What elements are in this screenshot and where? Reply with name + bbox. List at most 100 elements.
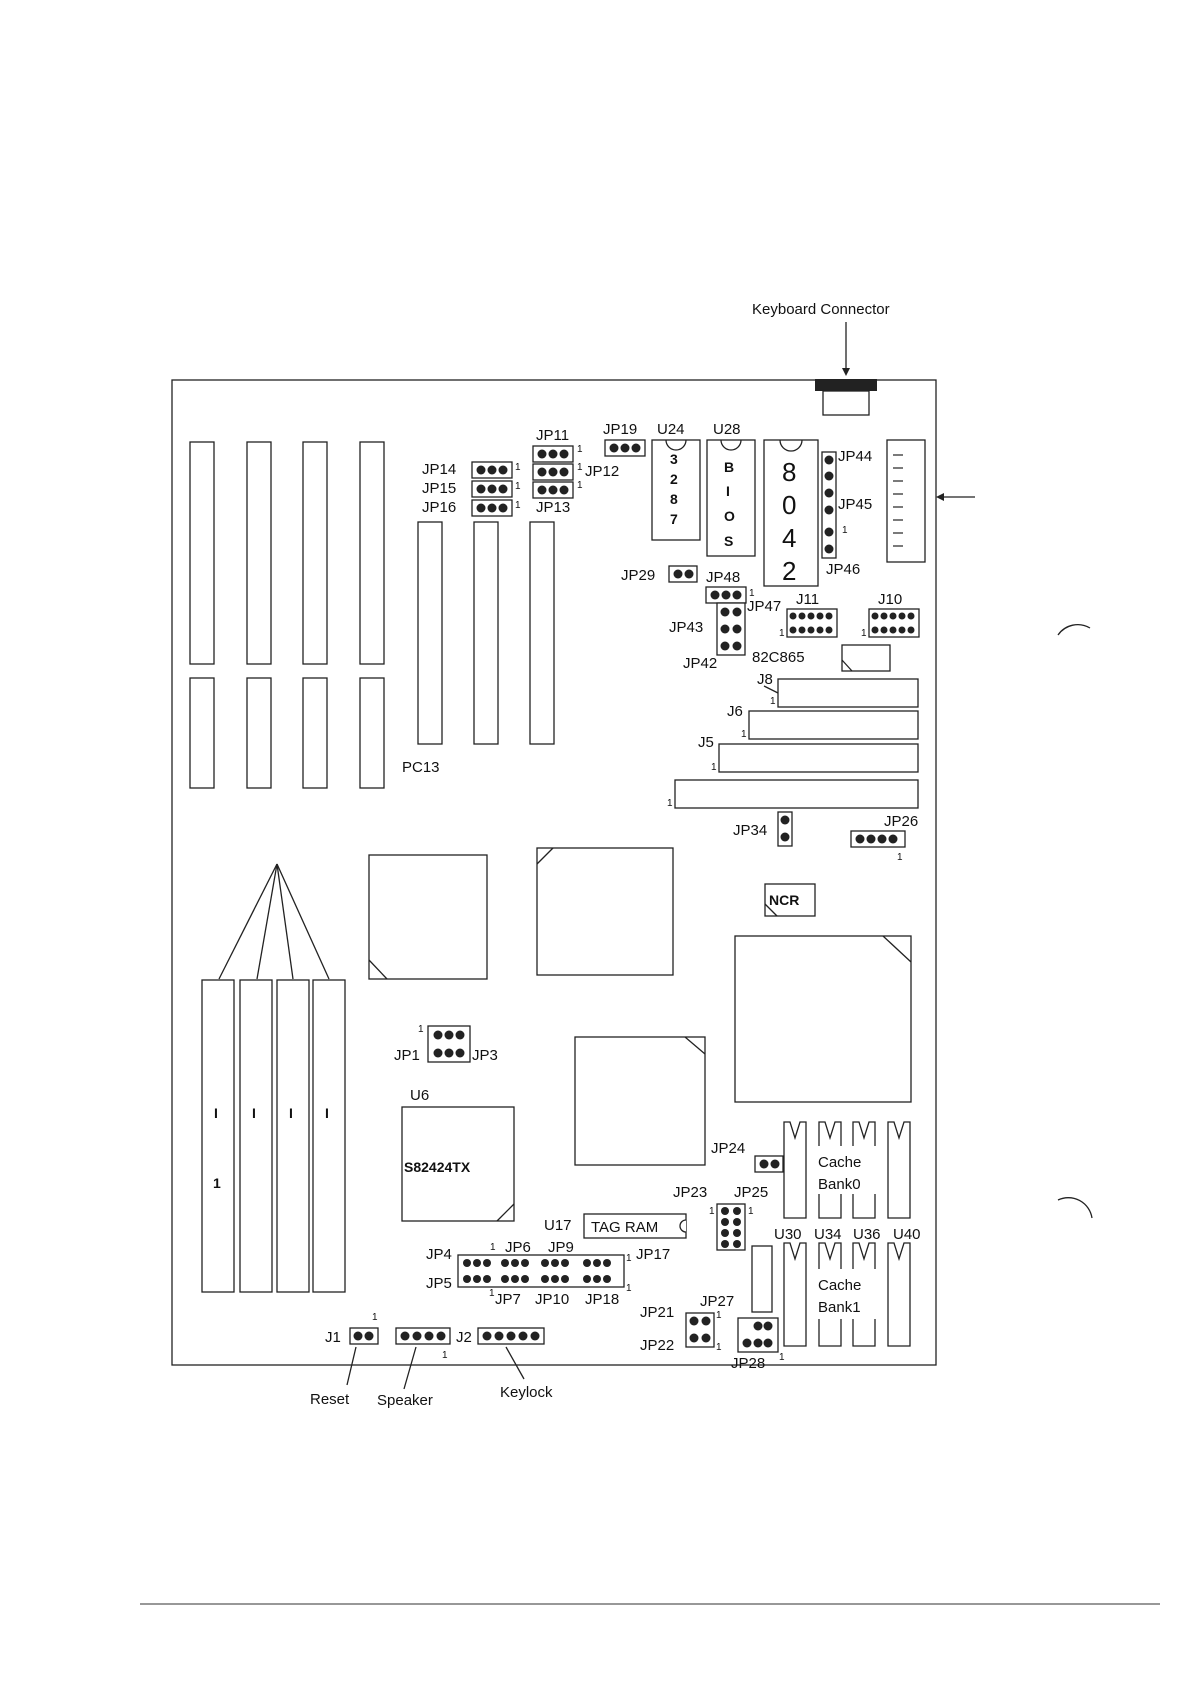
board-outline	[171, 379, 937, 1366]
jp25-label: JP25	[734, 1184, 768, 1201]
u24-label: U24	[657, 421, 685, 438]
punch-hole-bottom	[1057, 1197, 1093, 1219]
j6-label: J6	[727, 703, 743, 720]
svg-text:1: 1	[515, 462, 521, 473]
u30-label: U30	[774, 1226, 802, 1243]
j5-header	[718, 743, 919, 773]
svg-text:8: 8	[670, 491, 678, 507]
svg-text:1: 1	[748, 1206, 754, 1217]
jp44-label: JP44	[838, 448, 872, 465]
jp21-label: JP21	[640, 1304, 674, 1321]
keylock-label: Keylock	[500, 1384, 553, 1401]
svg-text:I: I	[726, 483, 730, 499]
u6-label: U6	[410, 1087, 429, 1104]
chipset-lower	[574, 1036, 706, 1166]
u6-chip	[401, 1106, 515, 1222]
jp44-jp46-jumpers	[821, 451, 837, 559]
svg-text:1: 1	[779, 1352, 785, 1363]
kbc-8042-chip	[763, 439, 819, 587]
punch-hole-top	[1057, 624, 1091, 636]
jp13-label: JP13	[536, 499, 570, 516]
svg-text:1: 1	[626, 1283, 632, 1294]
power-connector	[886, 439, 926, 563]
svg-text:1: 1	[716, 1342, 722, 1353]
svg-text:2: 2	[670, 471, 678, 487]
tag-ram-label: TAG RAM	[591, 1219, 658, 1236]
svg-text:I: I	[325, 1105, 329, 1121]
pci-slots	[417, 521, 555, 745]
simm-sockets	[201, 979, 346, 1293]
jp17-label: JP17	[636, 1246, 670, 1263]
svg-text:I: I	[252, 1105, 256, 1121]
jp27-label: JP27	[700, 1293, 734, 1310]
cache-bank1	[783, 1242, 911, 1347]
svg-text:1: 1	[442, 1350, 448, 1361]
jp48-label: JP48	[706, 569, 740, 586]
j1-label: J1	[325, 1329, 341, 1346]
svg-text:1: 1	[770, 696, 776, 707]
speaker-label: Speaker	[377, 1392, 433, 1409]
jp28-label: JP28	[731, 1355, 765, 1372]
j5-label: J5	[698, 734, 714, 751]
u24-coprocessor	[651, 439, 701, 541]
svg-text:1: 1	[577, 462, 583, 473]
svg-text:Cache: Cache	[818, 1154, 861, 1171]
jp12-label: JP12	[585, 463, 619, 480]
ncr-chip	[764, 883, 816, 917]
svg-text:1: 1	[489, 1288, 495, 1299]
svg-text:1: 1	[842, 525, 848, 536]
cpu-socket	[734, 935, 912, 1103]
svg-text:1: 1	[861, 628, 867, 639]
jp29-label: JP29	[621, 567, 655, 584]
jp9-label: JP9	[548, 1239, 574, 1256]
svg-text:1: 1	[577, 444, 583, 455]
c82c865-chip	[841, 644, 891, 672]
u34-label: U34	[814, 1226, 842, 1243]
u36-label: U36	[853, 1226, 881, 1243]
svg-text:1: 1	[749, 588, 755, 599]
svg-text:1: 1	[897, 852, 903, 863]
jp45-label: JP45	[838, 496, 872, 513]
svg-text:0: 0	[782, 490, 796, 520]
s82424tx-label: S82424TX	[404, 1159, 471, 1175]
svg-text:1: 1	[577, 480, 583, 491]
svg-text:B: B	[724, 459, 734, 475]
jp23-label: JP23	[673, 1184, 707, 1201]
svg-text:1: 1	[490, 1242, 496, 1253]
j11-label: J11	[796, 591, 819, 608]
jp7-label: JP7	[495, 1291, 521, 1308]
svg-text:Bank1: Bank1	[818, 1299, 861, 1316]
svg-text:I: I	[214, 1105, 218, 1121]
jp4-label: JP4	[426, 1246, 452, 1263]
jp47-label: JP47	[747, 598, 781, 615]
jp19-label: JP19	[603, 421, 637, 438]
j8-header	[777, 678, 919, 708]
keyboard-connector	[815, 379, 877, 391]
svg-text:7: 7	[670, 511, 678, 527]
j8-label: J8	[757, 671, 773, 688]
svg-text:1: 1	[515, 481, 521, 492]
svg-text:1: 1	[667, 798, 673, 809]
u40-label: U40	[893, 1226, 921, 1243]
u28-bios	[706, 439, 756, 557]
jp3-label: JP3	[472, 1047, 498, 1064]
tag-ram-socket	[751, 1245, 773, 1313]
svg-text:1: 1	[741, 729, 747, 740]
jp1-label: JP1	[394, 1047, 420, 1064]
jp11-label: JP11	[536, 427, 569, 444]
jp15-label: JP15	[422, 480, 456, 497]
jp24-label: JP24	[711, 1140, 745, 1157]
pc13-label: PC13	[402, 759, 440, 776]
svg-text:1: 1	[372, 1312, 378, 1323]
u17-label: U17	[544, 1217, 572, 1234]
jp42-label: JP42	[683, 655, 717, 672]
jp18-label: JP18	[585, 1291, 619, 1308]
keyboard-connector-label: Keyboard Connector	[752, 301, 890, 318]
j10-label: J10	[878, 591, 902, 608]
j2-label: J2	[456, 1329, 472, 1346]
svg-text:1: 1	[418, 1024, 424, 1035]
jp6-label: JP6	[505, 1239, 531, 1256]
chipset-middle	[536, 847, 674, 976]
svg-text:1: 1	[626, 1253, 632, 1264]
